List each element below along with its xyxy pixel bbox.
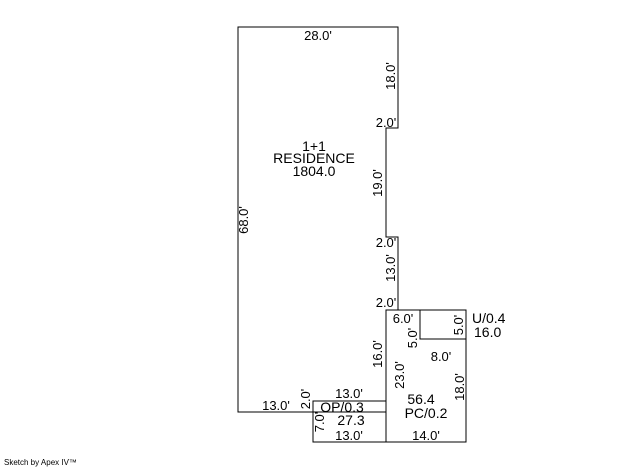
dim-top: 28.0' (304, 28, 332, 43)
porch-outline (385, 339, 467, 443)
dim-left: 68.0' (236, 206, 251, 234)
dim-util-inner: 5.0' (405, 328, 420, 349)
utility-code: U/0.4 (472, 310, 506, 326)
dim-op-jog: 2.0' (298, 389, 313, 410)
dim-bottom-left: 13.0' (262, 398, 290, 413)
dim-right-lower: 13.0' (383, 254, 398, 282)
residence-area: 1804.0 (293, 163, 336, 179)
dim-pc-right: 18.0' (452, 373, 467, 401)
open-porch-code: OP/0.3 (320, 399, 364, 415)
dim-util-side: 5.0' (451, 315, 466, 336)
dim-op-top: 13.0' (335, 386, 363, 401)
porch-area: 56.4 (407, 391, 434, 407)
porch-code: PC/0.2 (405, 405, 448, 421)
dim-util-top: 6.0' (393, 311, 414, 326)
dim-right-mid: 19.0' (370, 169, 385, 197)
dim-jog3: 2.0' (376, 295, 397, 310)
dim-jog2: 2.0' (376, 235, 397, 250)
dim-op-bottom: 13.0' (335, 428, 363, 443)
open-porch-outline (312, 401, 386, 443)
dim-right-upper: 18.0' (383, 62, 398, 90)
dim-pc-left: 16.0' (370, 340, 385, 368)
utility-area: 16.0 (474, 324, 501, 340)
residence-label-line2: RESIDENCE (273, 150, 355, 166)
residence-label-line1: 1+1 (302, 138, 326, 154)
footer-credit: Sketch by Apex IV™ (4, 458, 77, 467)
dim-op-left: 7.0' (312, 412, 327, 433)
dim-jog1: 2.0' (376, 115, 397, 130)
dim-pc-bottom: 14.0' (412, 428, 440, 443)
dim-pc-inner: 8.0' (431, 349, 452, 364)
open-porch-area: 27.3 (337, 412, 364, 428)
dim-pc-mid: 23.0' (392, 361, 407, 389)
